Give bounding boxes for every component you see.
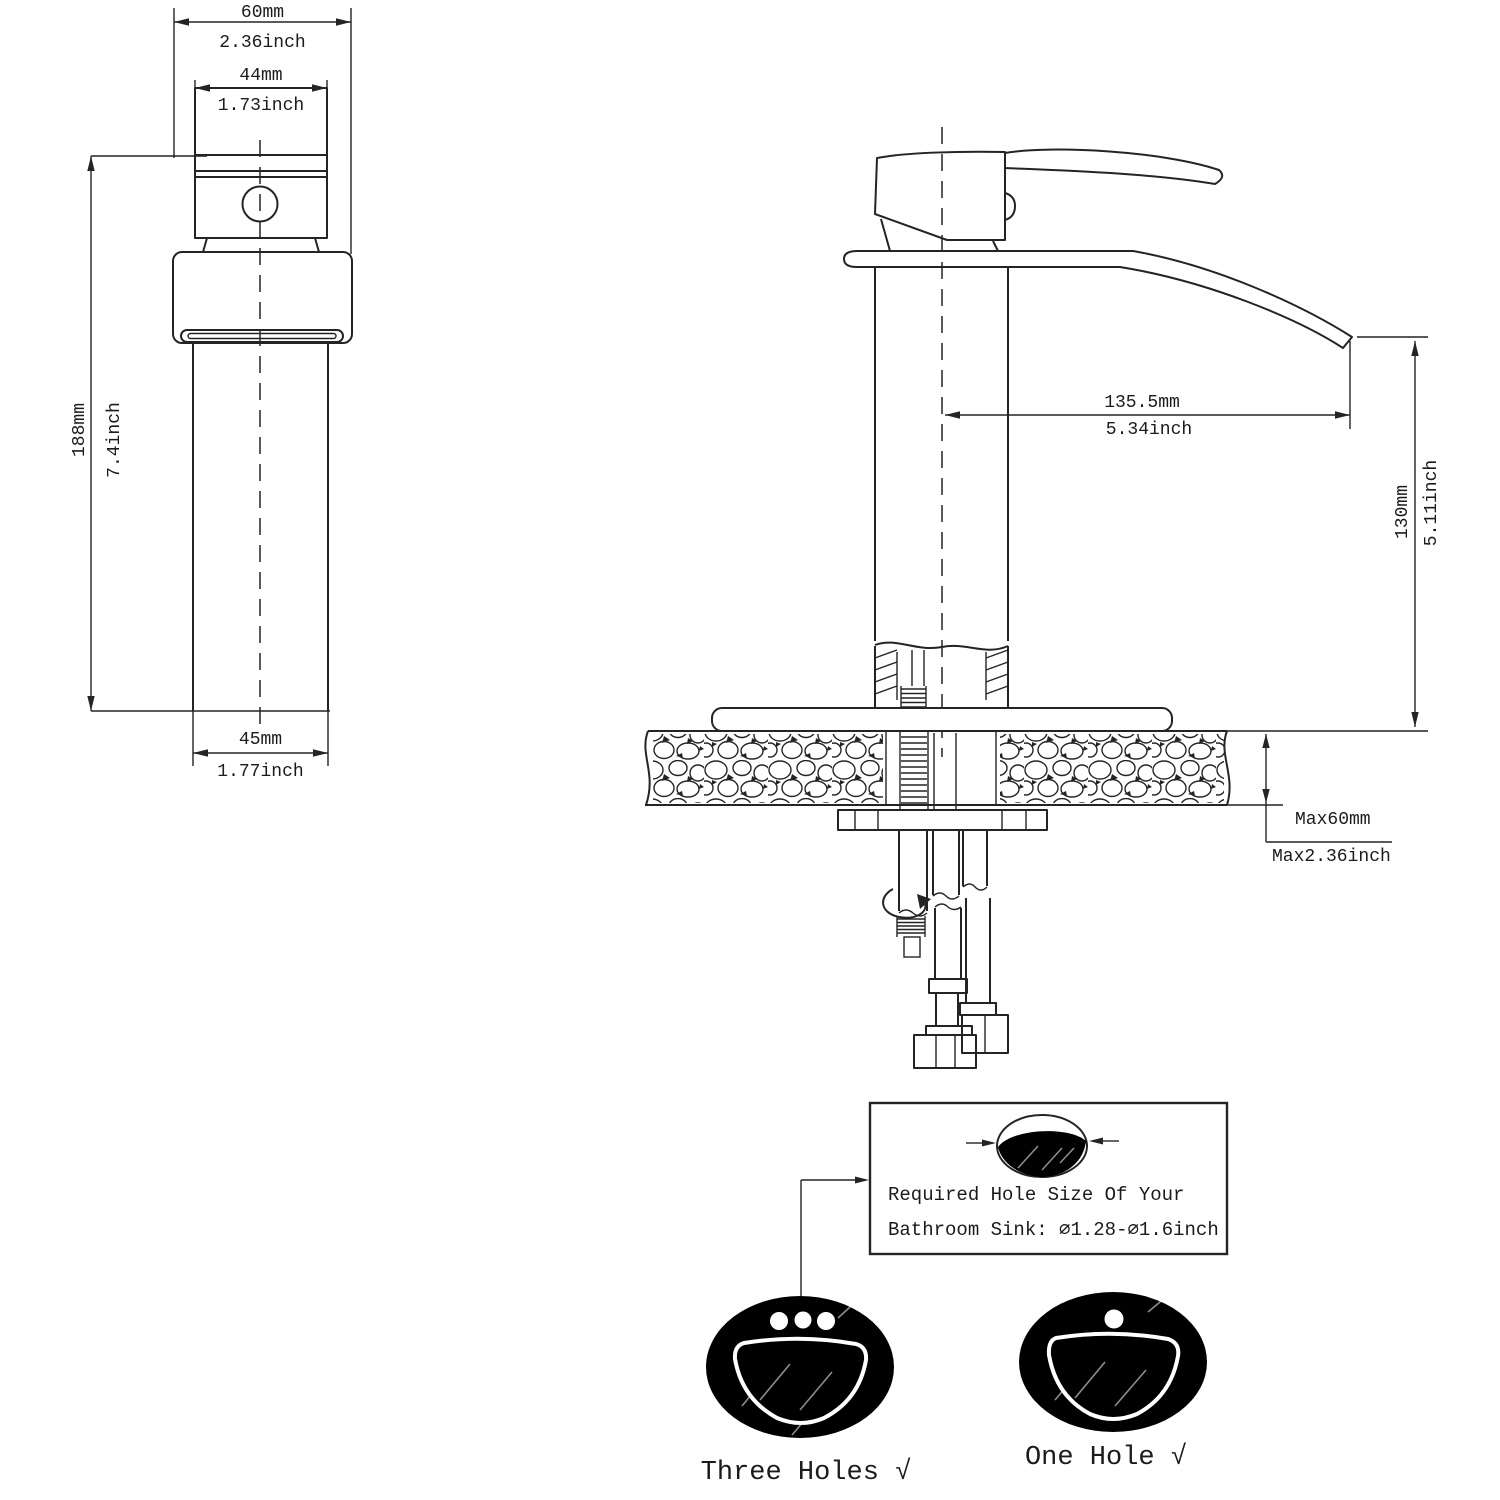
dim-spout-reach-inch: 5.34inch bbox=[1105, 420, 1193, 440]
three-holes-label: Three Holes √ bbox=[700, 1458, 912, 1488]
dim-counter-thickness-inch: Max2.36inch bbox=[1272, 847, 1391, 867]
dim-spout-reach-mm: 135.5mm bbox=[1104, 393, 1180, 413]
dim-handle-width-mm: 44mm bbox=[239, 66, 283, 86]
hole-requirement-line1: Required Hole Size Of Your bbox=[888, 1184, 1185, 1206]
three-holes-sink-illustration bbox=[706, 1295, 894, 1438]
dim-handle-width-inch: 1.73inch bbox=[217, 96, 305, 116]
dim-spout-height-inch: 5.11inch bbox=[1422, 459, 1442, 547]
side-view-drawing bbox=[644, 127, 1428, 1069]
dim-top-width-inch: 2.36inch bbox=[219, 33, 306, 53]
hole-requirement-line2: Bathroom Sink: ∅1.28-∅1.6inch bbox=[888, 1219, 1219, 1241]
front-view-drawing bbox=[87, 8, 353, 766]
one-hole-label: One Hole √ bbox=[1024, 1443, 1188, 1473]
dim-height-inch: 7.4inch bbox=[105, 402, 125, 478]
hole-size-info-box bbox=[800, 1101, 1229, 1298]
dim-counter-thickness-mm: Max60mm bbox=[1295, 810, 1371, 830]
dim-base-width-inch: 1.77inch bbox=[217, 762, 304, 782]
dim-base-width-mm: 45mm bbox=[238, 730, 283, 750]
dim-top-width-mm: 60mm bbox=[240, 3, 285, 23]
one-hole-sink-illustration bbox=[1019, 1291, 1207, 1432]
dim-spout-height-mm: 130mm bbox=[1393, 484, 1413, 540]
dim-height-mm: 188mm bbox=[70, 402, 90, 458]
